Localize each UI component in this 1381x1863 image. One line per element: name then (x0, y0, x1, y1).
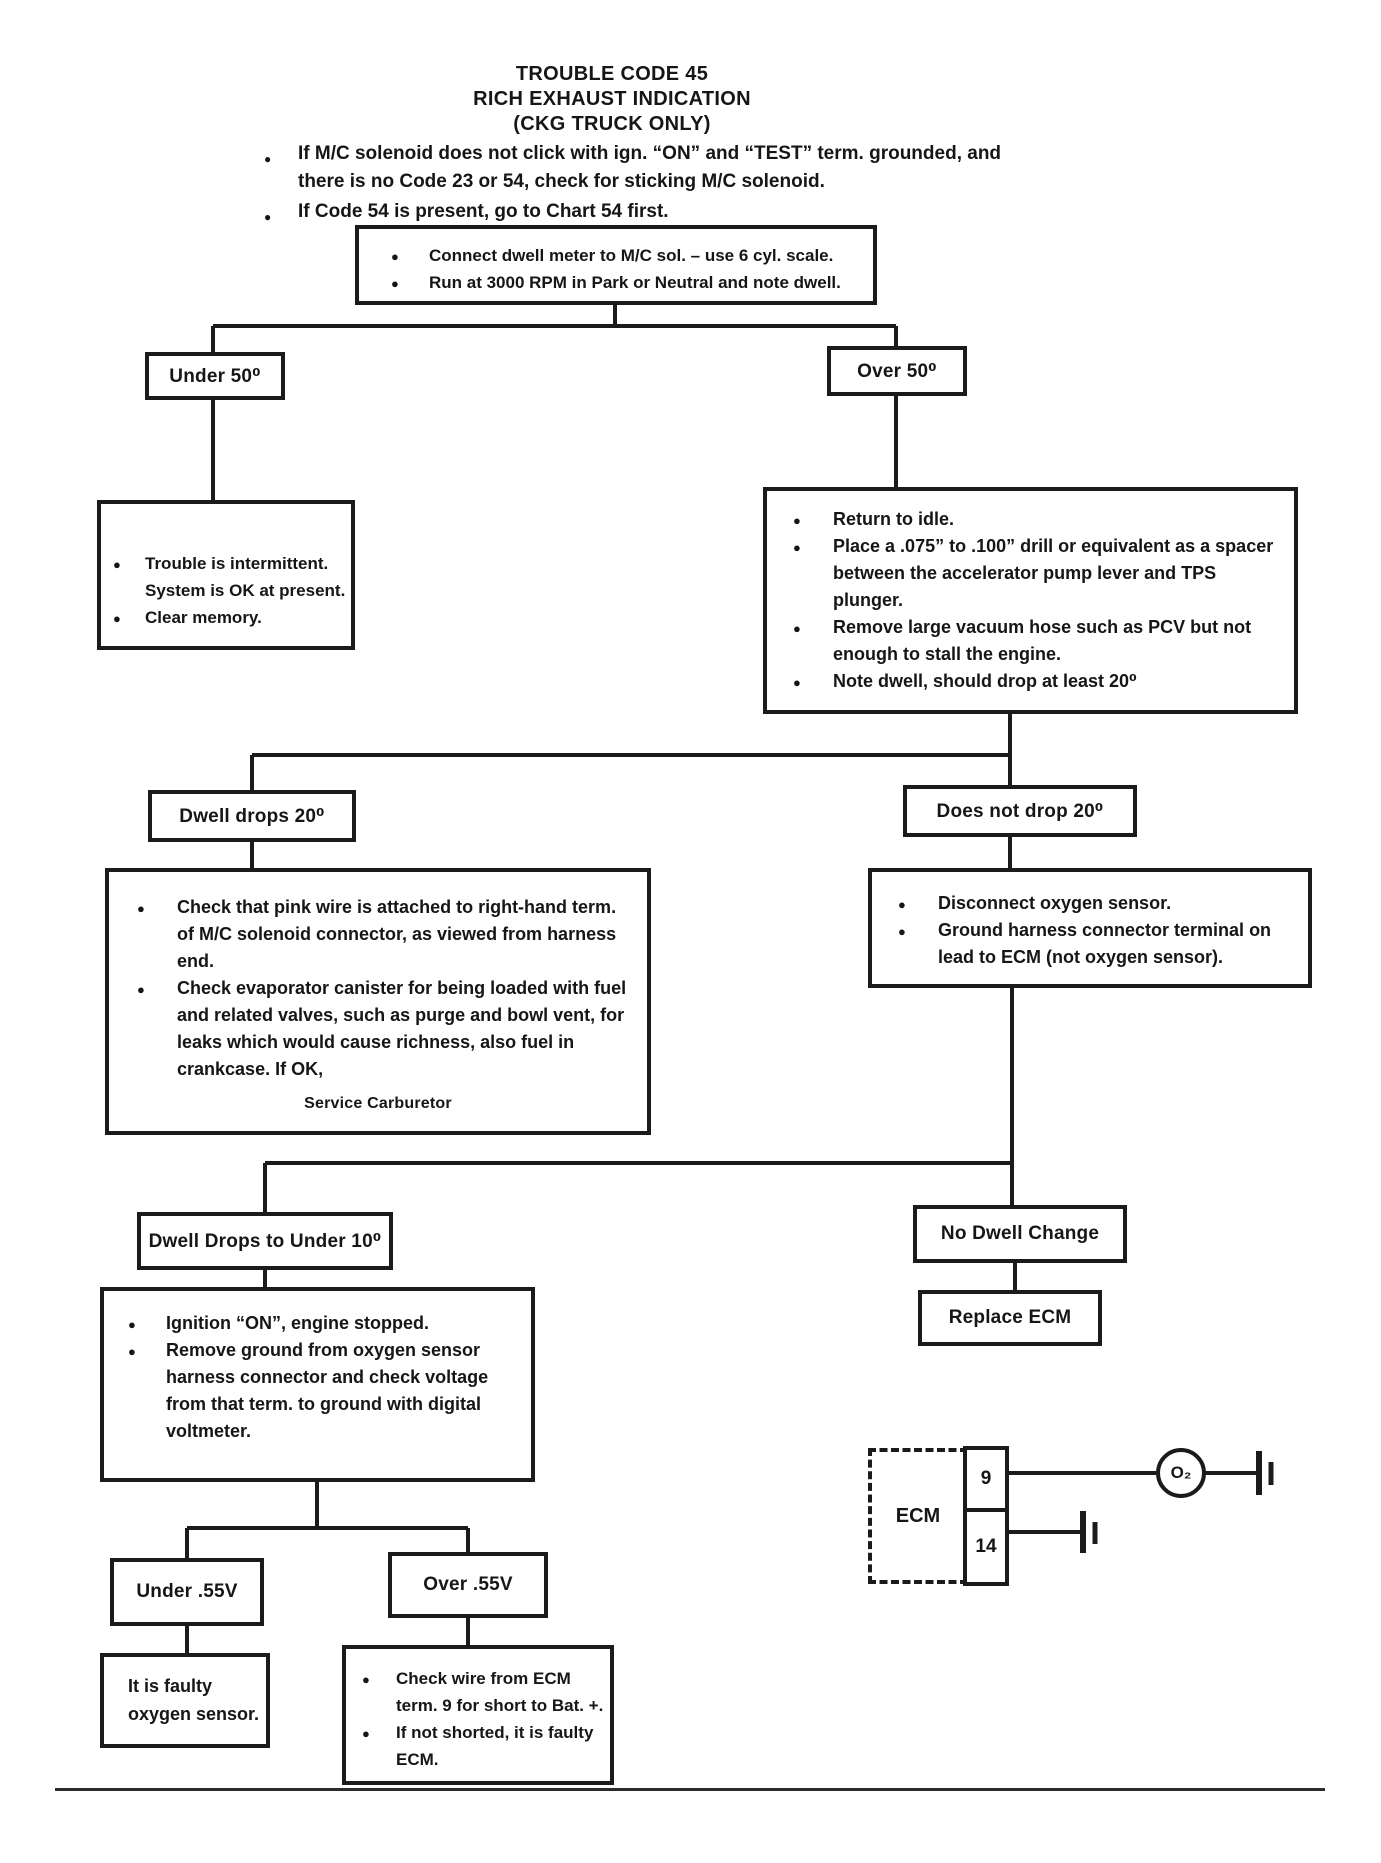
under-50-label: Under 50⁰ (169, 365, 261, 387)
list-item: Run at 3000 RPM in Park or Neutral and n… (391, 269, 867, 297)
no-dwell-change-label: No Dwell Change (940, 1223, 1100, 1244)
page-header: TROUBLE CODE 45 RICH EXHAUST INDICATION … (112, 62, 1112, 137)
list-item: If Code 54 is present, go to Chart 54 fi… (262, 198, 1022, 231)
box-ignition-on-check: Ignition “ON”, engine stopped. Remove gr… (100, 1287, 535, 1482)
terminal-14-label: 14 (967, 1508, 1005, 1582)
box-dwell-drops-20: Dwell drops 20⁰ (148, 790, 356, 842)
box-over-55v: Over .55V (388, 1552, 548, 1618)
box-under-50: Under 50⁰ (145, 352, 285, 400)
under-55v-label: Under .55V (136, 1581, 238, 1602)
box-replace-ecm: Replace ECM (918, 1290, 1102, 1346)
ecm-label: ECM (895, 1504, 941, 1527)
terminal-9-label: 9 (980, 1468, 992, 1490)
o2-sensor-label: O₂ (1170, 1463, 1192, 1482)
box-check-pink-wire: Check that pink wire is attached to righ… (105, 868, 651, 1135)
replace-ecm-label: Replace ECM (948, 1307, 1072, 1328)
list-item: Remove ground from oxygen sensor harness… (128, 1337, 527, 1445)
over-50-label: Over 50⁰ (857, 360, 937, 382)
over-55v-label: Over .55V (423, 1574, 513, 1595)
dwell-drops-20-label: Dwell drops 20⁰ (179, 805, 325, 827)
ecm-dashed-box: ECM (868, 1448, 968, 1584)
ecm-terminal-box: 9 14 (963, 1446, 1009, 1586)
bottom-rule (55, 1788, 1325, 1791)
box-does-not-drop-20: Does not drop 20⁰ (903, 785, 1137, 837)
list-item: Check wire from ECM term. 9 for short to… (362, 1665, 606, 1719)
service-carburetor-label: Service Carburetor (304, 1095, 452, 1112)
dwell-under-10-label: Dwell Drops to Under 10⁰ (148, 1230, 382, 1252)
list-item: Place a .075” to .100” drill or equivale… (793, 533, 1281, 614)
intro-notes: If M/C solenoid does not click with ign.… (262, 140, 1022, 231)
page-title: TROUBLE CODE 45 (515, 63, 709, 85)
box-disconnect-oxygen-sensor: Disconnect oxygen sensor. Ground harness… (868, 868, 1312, 988)
page-subtitle: RICH EXHAUST INDICATION (473, 88, 751, 110)
list-item: Trouble is intermittent. System is OK at… (113, 550, 347, 604)
box-trouble-intermittent: Trouble is intermittent. System is OK at… (97, 500, 355, 650)
page-subtitle-2: (CKG TRUCK ONLY) (513, 113, 711, 135)
list-item: If not shorted, it is faulty ECM. (362, 1719, 606, 1773)
box-connect-dwell-meter: Connect dwell meter to M/C sol. – use 6 … (355, 225, 877, 305)
list-item: Clear memory. (113, 604, 347, 632)
list-item: Check evaporator canister for being load… (137, 975, 632, 1083)
list-item: Note dwell, should drop at least 20⁰ (793, 668, 1281, 696)
box-faulty-oxygen-sensor: It is faulty oxygen sensor. (100, 1653, 270, 1748)
box-under-55v: Under .55V (110, 1558, 264, 1626)
list-item: Connect dwell meter to M/C sol. – use 6 … (391, 242, 867, 270)
box-over-50: Over 50⁰ (827, 346, 967, 396)
does-not-drop-20-label: Does not drop 20⁰ (936, 800, 1104, 822)
faulty-oxygen-sensor-text: It is faulty oxygen sensor. (128, 1676, 260, 1724)
list-item: Check that pink wire is attached to righ… (137, 894, 632, 975)
list-item: Return to idle. (793, 506, 1281, 534)
list-item: If M/C solenoid does not click with ign.… (262, 140, 1022, 196)
list-item: Disconnect oxygen sensor. (898, 890, 1304, 918)
box-check-wire-term9: Check wire from ECM term. 9 for short to… (342, 1645, 614, 1785)
list-item: Ignition “ON”, engine stopped. (128, 1310, 527, 1338)
box-return-to-idle-actions: Return to idle. Place a .075” to .100” d… (763, 487, 1298, 714)
box-no-dwell-change: No Dwell Change (913, 1205, 1127, 1263)
list-item: Remove large vacuum hose such as PCV but… (793, 614, 1281, 668)
list-item: Ground harness connector terminal on lea… (898, 917, 1304, 971)
box-dwell-under-10: Dwell Drops to Under 10⁰ (137, 1212, 393, 1270)
